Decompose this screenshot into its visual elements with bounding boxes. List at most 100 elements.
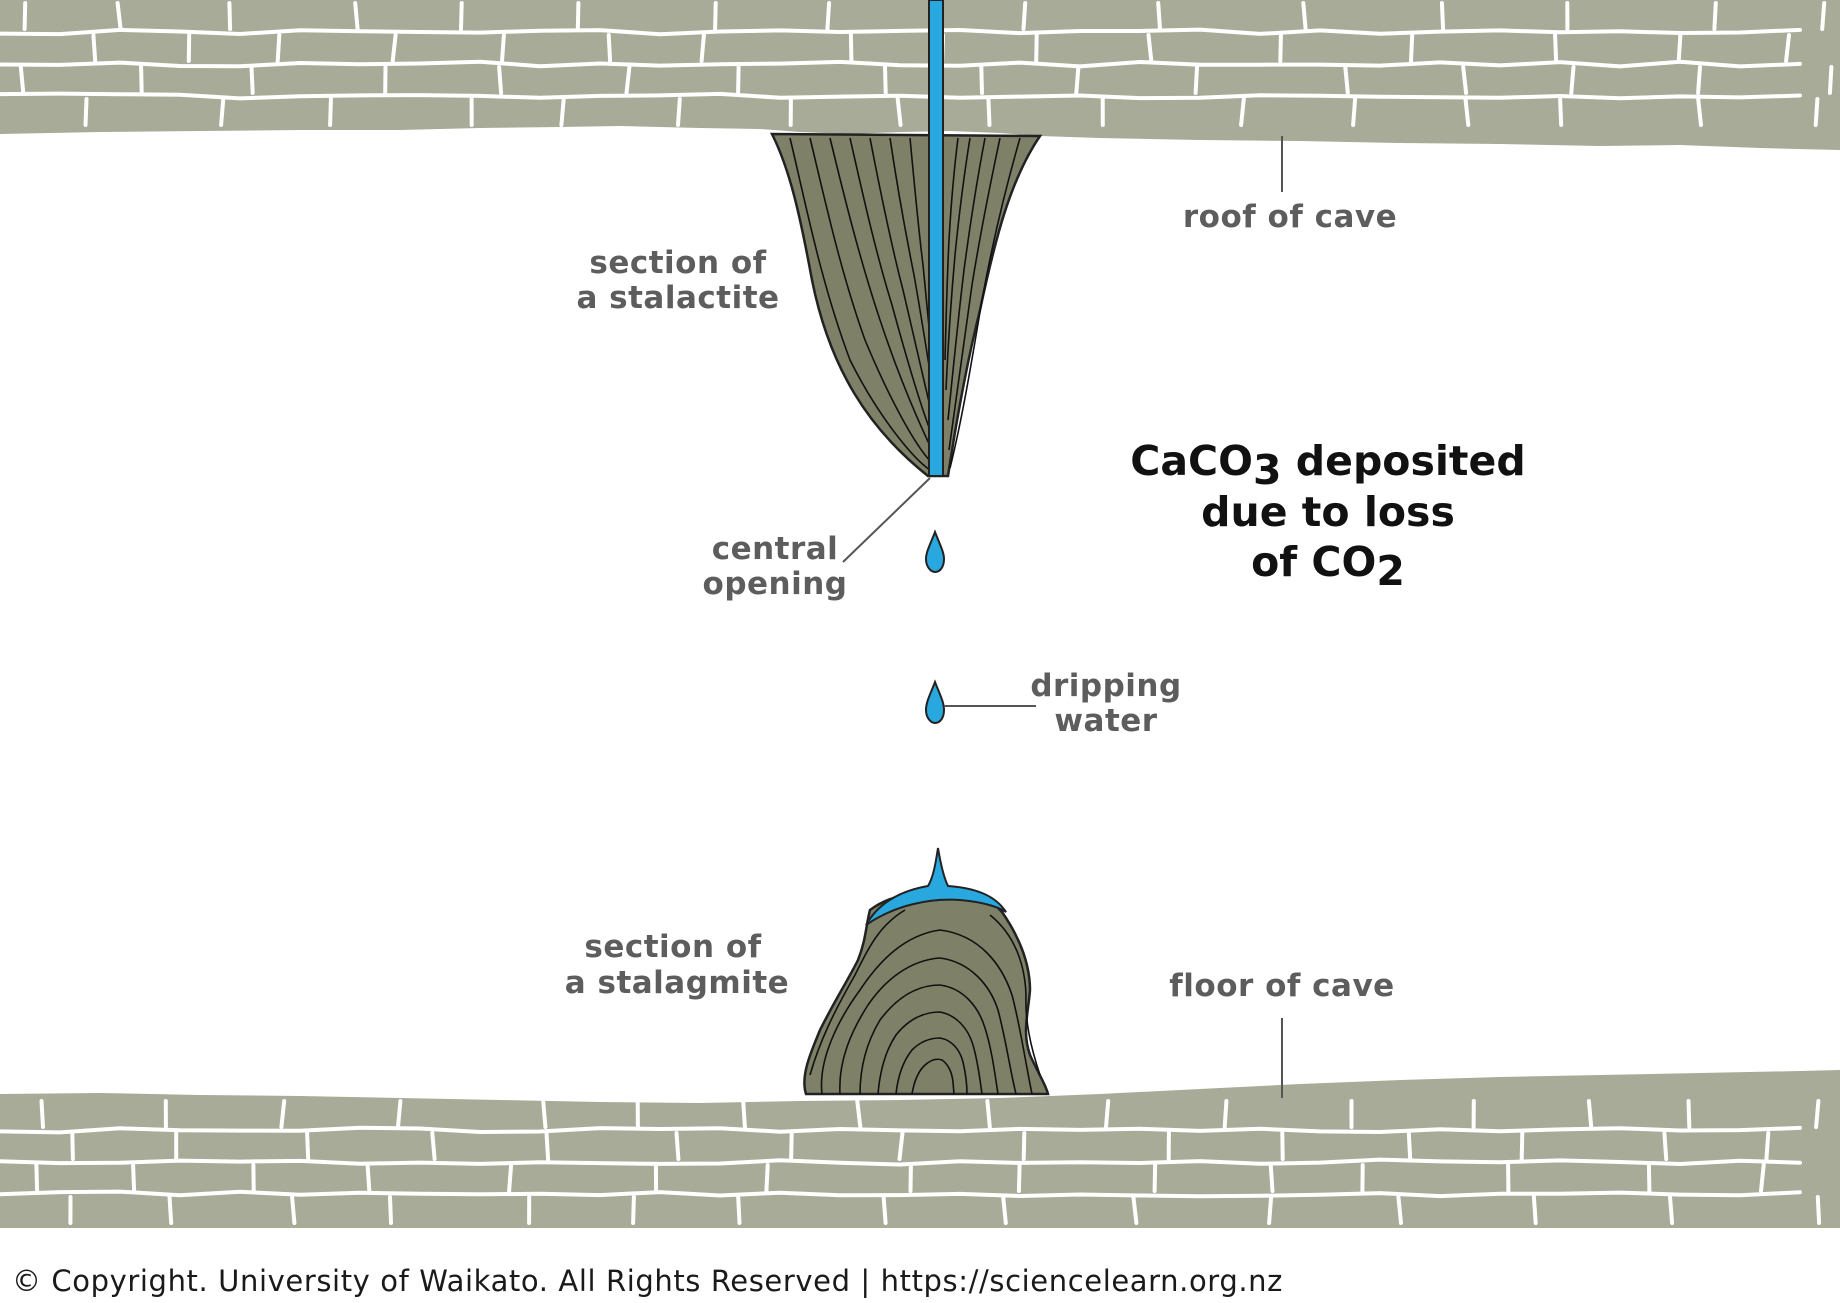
mortar-line — [0, 1125, 1802, 1135]
mortar-joint — [1712, 1, 1718, 31]
mortar-joint — [736, 1195, 742, 1225]
mortar-joint — [1351, 97, 1358, 127]
mortar-joint — [1463, 97, 1471, 127]
mortar-joint — [1686, 1099, 1692, 1129]
mortar-joint — [1193, 65, 1199, 95]
mortar-joint — [1586, 1099, 1594, 1129]
mortar-joint — [1461, 65, 1469, 95]
mortar-joint — [275, 33, 282, 63]
mortar-joint — [1406, 1131, 1413, 1161]
mortar-joint — [1301, 1, 1308, 31]
mortar-line — [0, 59, 1802, 69]
mortar-joint — [70, 1131, 75, 1161]
dripping-water-label-line2: water — [1054, 703, 1157, 739]
stalagmite-label-line1: section of — [584, 929, 761, 965]
cave-roof-body — [0, 0, 1840, 150]
stalactite-label-line2: a stalactite — [576, 280, 779, 316]
mortar-joint — [1409, 33, 1415, 63]
stalagmite — [803, 847, 1050, 1096]
deposition-caption: CaCO3 deposited due to loss of CO2 — [1130, 437, 1525, 595]
mortar-joint — [219, 97, 226, 127]
stalactite-growth-lines — [789, 137, 1021, 471]
mortar-joint — [575, 1, 581, 31]
mortar-joint — [895, 97, 903, 127]
mortar-joint — [1001, 1195, 1008, 1225]
mortar-joint — [1558, 97, 1564, 127]
mortar-joint — [497, 65, 504, 95]
mortar-joint — [1569, 65, 1576, 95]
mortar-joint — [986, 97, 992, 127]
mortar-line — [0, 1189, 1802, 1199]
stalagmite-label-line2: a stalagmite — [565, 965, 789, 1001]
mortar-joint — [1104, 1099, 1111, 1129]
mortar-joint — [430, 1131, 437, 1161]
mortar-joint — [676, 97, 682, 127]
mortar-joint — [83, 97, 89, 127]
mortar-joint — [1396, 1195, 1403, 1225]
caption-line3: of CO2 — [1251, 538, 1405, 595]
water-drop-upper — [924, 529, 946, 574]
mortar-joint — [34, 1163, 40, 1193]
mortar-joint — [18, 65, 26, 95]
mortar-joint — [91, 33, 98, 63]
mortar-joint — [1759, 1163, 1766, 1193]
mortar-joint — [1034, 33, 1039, 63]
mortar-joint — [305, 1131, 311, 1161]
mortar-joint — [1784, 33, 1791, 63]
mortar-joint — [279, 1099, 287, 1129]
mortar-joint — [848, 33, 854, 63]
mortar-joint — [1531, 1195, 1538, 1225]
mortar-joint — [1343, 65, 1350, 95]
mortar-joint — [1131, 1195, 1139, 1225]
mortar-joint — [1146, 33, 1154, 63]
mortar-line — [0, 27, 1802, 37]
mortar-joint — [1820, 1, 1827, 31]
mortar-joint — [1662, 1131, 1669, 1161]
mortar-joint — [1152, 1163, 1158, 1193]
mortar-joint — [1021, 1, 1028, 31]
mortar-joint — [388, 1195, 393, 1225]
mortar-joint — [139, 65, 144, 95]
mortar-joint — [736, 65, 741, 95]
central-opening-leader-line — [842, 477, 931, 563]
mortar-joint — [741, 1099, 747, 1129]
mortar-joint — [1278, 33, 1283, 63]
mortar-joint — [979, 65, 984, 95]
central-opening-label-line1: central — [712, 531, 839, 567]
mortar-joint — [1696, 97, 1703, 127]
stalactite — [769, 0, 1043, 478]
mortar-joint — [789, 1131, 794, 1161]
floor-label: floor of cave — [1169, 968, 1394, 1004]
mortar-joint — [1553, 33, 1559, 63]
water-drop-lower — [924, 679, 946, 725]
mortar-joint — [1646, 1163, 1652, 1193]
mortar-joint — [764, 1163, 770, 1193]
mortar-joint — [1815, 1195, 1822, 1225]
mortar-joint — [855, 1099, 863, 1129]
mortar-joint — [459, 1, 464, 31]
mortar-joint — [390, 33, 398, 63]
mortar-joint — [1668, 1195, 1675, 1225]
mortar-joint — [328, 97, 333, 127]
mortar-joint — [249, 65, 255, 95]
mortar-joint — [624, 65, 632, 95]
mortar-joint — [559, 97, 566, 127]
mortar-joint — [1519, 1131, 1525, 1161]
mortar-joint — [1268, 1163, 1275, 1193]
mortar-joint — [541, 1099, 548, 1129]
mortar-joint — [1813, 97, 1820, 127]
mortar-joint — [606, 33, 613, 63]
roof-label: roof of cave — [1183, 199, 1397, 235]
mortar-joint — [1827, 65, 1834, 95]
mortar-joint — [353, 1, 360, 31]
mortar-joint — [1267, 1195, 1274, 1225]
mortar-joint — [699, 33, 706, 63]
stalactite-label-line1: section of — [589, 245, 766, 281]
cave-roof-rock — [0, 0, 1840, 150]
mortar-joint — [1016, 1163, 1022, 1193]
mortar-joint — [1156, 1, 1162, 31]
mortar-line — [0, 91, 1802, 101]
roof-brick-lines — [0, 1, 1834, 127]
mortar-joint — [1439, 1, 1446, 31]
